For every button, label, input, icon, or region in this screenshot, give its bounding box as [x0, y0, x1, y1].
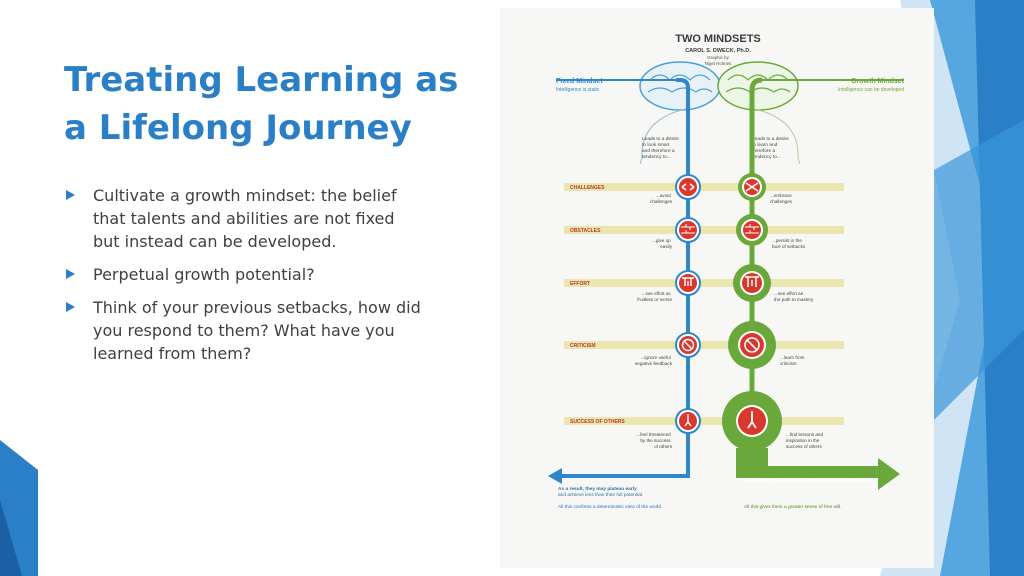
fixed-response-effort: ...see effort as fruitless or worse: [637, 291, 672, 302]
two-mindsets-infographic: TWO MINDSETS CAROL S. DWECK, Ph.D. Graph…: [500, 8, 934, 568]
bullet-arrow-icon: [66, 269, 75, 279]
growth-head-outline: [749, 107, 801, 165]
band-success-of-others: [564, 417, 844, 425]
growth-response-effort: ...see effort as the path to mastery: [774, 291, 814, 302]
growth-criticism-icon: [728, 321, 776, 369]
fixed-path-line: [560, 78, 690, 478]
band-challenges: [564, 183, 844, 191]
left-accent-dark: [0, 500, 22, 576]
fixed-response-challenges: ...avoid challenges: [650, 193, 673, 204]
fixed-challenge-icon: [675, 174, 701, 200]
growth-success-icon: [722, 391, 782, 451]
growth-result-text: As a result, they reach ever-higher leve…: [744, 478, 875, 484]
bullet-item: Think of your previous setbacks, how did…: [64, 296, 424, 365]
bullet-item: Perpetual growth potential?: [64, 263, 424, 286]
infographic-credit-2: Nigel Holmes: [705, 61, 733, 66]
growth-response-success: ...find lessons and inspiration in the s…: [786, 432, 824, 449]
right-accent-facet: [934, 120, 1024, 420]
fixed-desire-text: Leads to a desire to look smart and ther…: [642, 136, 680, 160]
category-bands: [564, 183, 844, 425]
bullet-arrow-icon: [66, 302, 75, 312]
growth-mindset-heading: Growth Mindset: [851, 78, 905, 85]
growth-brain-icon: [717, 61, 799, 111]
band-criticism: [564, 341, 844, 349]
growth-response-obstacles: ...persist in the face of setbacks: [772, 238, 806, 249]
growth-obstacle-icon: [736, 214, 768, 246]
bullet-text: Cultivate a growth mindset: the belief t…: [93, 186, 397, 251]
growth-response-challenges: ...embrace challenges: [770, 193, 793, 204]
fixed-mindset-heading: Fixed Mindset: [556, 78, 603, 85]
bullet-text: Think of your previous setbacks, how did…: [93, 298, 421, 363]
fixed-brain-icon: [639, 61, 721, 111]
slide-title: Treating Learning as a Lifelong Journey: [64, 60, 459, 148]
category-obstacles: OBSTACLES: [570, 228, 601, 234]
fixed-response-success: ...feel threatened by the success of oth…: [636, 432, 672, 449]
band-effort: [564, 279, 844, 287]
category-criticism: CRITICISM: [570, 343, 596, 349]
fixed-path-arrow-icon: [548, 468, 562, 484]
growth-challenge-icon: [738, 173, 766, 201]
growth-mindset-sub: Intelligence can be developed: [838, 87, 904, 93]
infographic-canvas: TWO MINDSETS CAROL S. DWECK, Ph.D. Graph…: [548, 33, 905, 510]
band-obstacles: [564, 226, 844, 234]
fixed-response-obstacles: ...give up easily: [652, 238, 673, 249]
growth-path-line: [749, 77, 763, 466]
fixed-criticism-icon: [675, 332, 701, 358]
infographic-author: CAROL S. DWECK, Ph.D.: [685, 48, 751, 54]
infographic-credit-1: Graphic by: [707, 55, 730, 60]
fixed-head-outline: [639, 107, 691, 165]
fixed-result-text: As a result, they may plateau early and …: [558, 486, 643, 498]
infographic-title: TWO MINDSETS: [675, 33, 761, 45]
fixed-effort-icon: [675, 270, 701, 296]
bullet-list: Cultivate a growth mindset: the belief t…: [64, 184, 424, 375]
fixed-mindset-sub: Intelligence is static: [556, 87, 600, 93]
fixed-success-icon: [675, 408, 701, 434]
right-accent-light: [780, 0, 1024, 576]
category-success-of-others: SUCCESS OF OTHERS: [570, 419, 625, 425]
growth-effort-icon: [733, 264, 771, 302]
growth-desire-text: Leads to a desire to learn and therefore…: [752, 136, 790, 160]
bullet-arrow-icon: [66, 190, 75, 200]
fixed-response-criticism: ...ignore useful negative feedback: [635, 355, 673, 366]
fixed-obstacle-icon: [675, 217, 701, 243]
category-effort: EFFORT: [570, 281, 590, 287]
growth-path-arrow-icon: [736, 448, 900, 490]
growth-response-criticism: ...learn from criticism: [780, 355, 806, 366]
bullet-item: Cultivate a growth mindset: the belief t…: [64, 184, 424, 253]
growth-confirm-text: All this gives them a greater sense of f…: [744, 504, 842, 510]
category-challenges: CHALLENGES: [570, 185, 605, 191]
bullet-text: Perpetual growth potential?: [93, 265, 315, 284]
fixed-confirm-text: All this confirms a deterministic view o…: [558, 504, 662, 510]
